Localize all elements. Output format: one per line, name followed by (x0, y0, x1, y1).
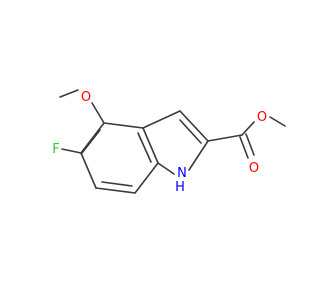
bond-c7-c7a (134, 162, 159, 194)
bond-ester-o-methyl (269, 116, 286, 127)
bond-c3a-c3 (142, 110, 181, 129)
bond-c3a-c4 (103, 122, 144, 129)
fluorine-label: F (52, 142, 59, 157)
bond-c2-n (188, 140, 209, 171)
nh-hydrogen-label: H (175, 180, 185, 195)
bond-c4-c5-inner (81, 129, 101, 154)
molecule-structure: O F N H O O (52, 89, 286, 195)
bond-c3-c2-inner (179, 119, 202, 144)
bond-c6-c7-inner (101, 181, 133, 187)
nitrogen-label: N (177, 166, 187, 181)
bond-c7a-c3a (142, 127, 159, 164)
bond-o-c4 (91, 102, 105, 124)
bond-c2-carbonyl-c (207, 134, 243, 142)
bond-c5-f (61, 148, 82, 154)
bond-c3-c2 (179, 110, 209, 142)
bond-c4-c5 (80, 122, 105, 154)
bond-c7a-c3a-inner (137, 132, 152, 163)
methoxy-oxygen-label: O (81, 90, 91, 105)
bond-n-c7a (157, 162, 175, 175)
bond-carbonyl-double-a (239, 136, 249, 159)
molecule-canvas: O F N H O O (52, 89, 286, 195)
bond-c5-c6 (80, 152, 97, 189)
ester-oxygen-label: O (257, 110, 267, 125)
carbonyl-oxygen-label: O (249, 161, 259, 176)
bond-methyl-o (59, 89, 79, 98)
bond-carbonyl-double-b (245, 133, 255, 156)
bond-carbonyl-c-ester-o (241, 121, 255, 136)
bonds (59, 89, 286, 194)
bond-c6-c7 (95, 187, 136, 194)
